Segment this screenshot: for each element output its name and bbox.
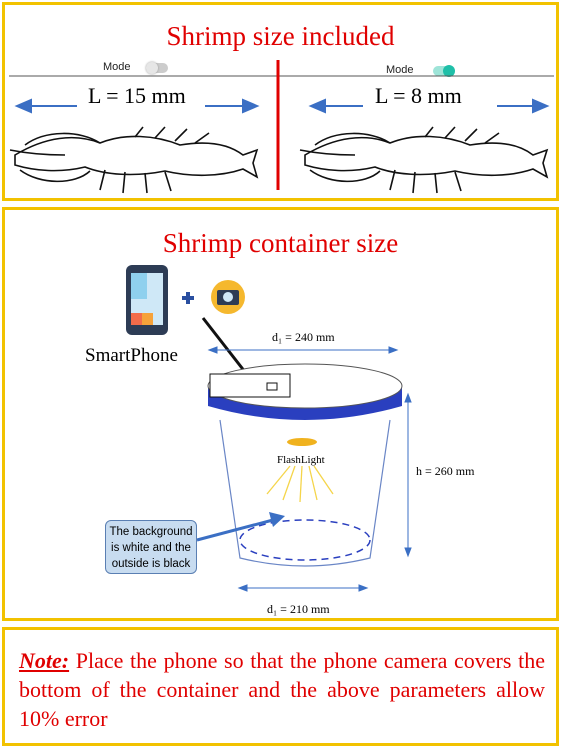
- phone-camera-lens: [266, 382, 278, 391]
- length-arrow-left: [14, 98, 260, 114]
- bottom-diameter-arrow: [237, 584, 369, 592]
- flashlight-rays: [266, 465, 334, 503]
- camera-icon: [211, 280, 245, 314]
- note-text: Place the phone so that the phone camera…: [19, 648, 545, 731]
- smartphone-icon: [126, 265, 168, 335]
- note-label: Note:: [19, 648, 70, 673]
- length-arrow-right: [308, 98, 550, 114]
- mode-label-left: Mode: [103, 61, 131, 73]
- container-size-panel: Shrimp container size: [2, 207, 559, 621]
- mode-toggle-on[interactable]: [433, 65, 455, 77]
- note-text-block: Note: Place the phone so that the phone …: [19, 646, 545, 733]
- mode-label-right: Mode: [386, 64, 414, 76]
- flashlight-label: FlashLight: [277, 454, 325, 466]
- bottom-diameter-label: d₁ = 210 mm: [267, 602, 330, 616]
- phone-on-lid: [209, 373, 291, 398]
- shrimp-size-panel: Shrimp size included Mode Mode: [2, 2, 559, 201]
- smartphone-label: SmartPhone: [85, 345, 178, 366]
- length-label-right: L = 8 mm: [375, 83, 462, 108]
- length-label-left: L = 15 mm: [88, 83, 186, 108]
- flashlight-icon: [287, 438, 317, 446]
- cup-bottom: [239, 519, 371, 561]
- background-pointer-arrow: [196, 518, 274, 542]
- height-arrow: [404, 392, 412, 558]
- plus-icon: [182, 292, 194, 304]
- mode-toggle-off[interactable]: [146, 62, 168, 74]
- shrimp-icon-right: [299, 126, 549, 194]
- shrimp-icon-left: [9, 126, 259, 194]
- note-panel: Note: Place the phone so that the phone …: [2, 627, 559, 746]
- container-drawing: [126, 265, 412, 592]
- top-diameter-arrow: [207, 346, 399, 354]
- height-label: h = 260 mm: [416, 464, 475, 478]
- shrimp-size-drawing: [9, 60, 554, 194]
- shrimp-size-title: Shrimp size included: [166, 21, 395, 51]
- background-note: The background is white and the outside …: [105, 520, 197, 574]
- container-size-title: Shrimp container size: [162, 228, 399, 258]
- cup-outline: [219, 419, 391, 567]
- top-diameter-label: d₁ = 240 mm: [272, 330, 335, 344]
